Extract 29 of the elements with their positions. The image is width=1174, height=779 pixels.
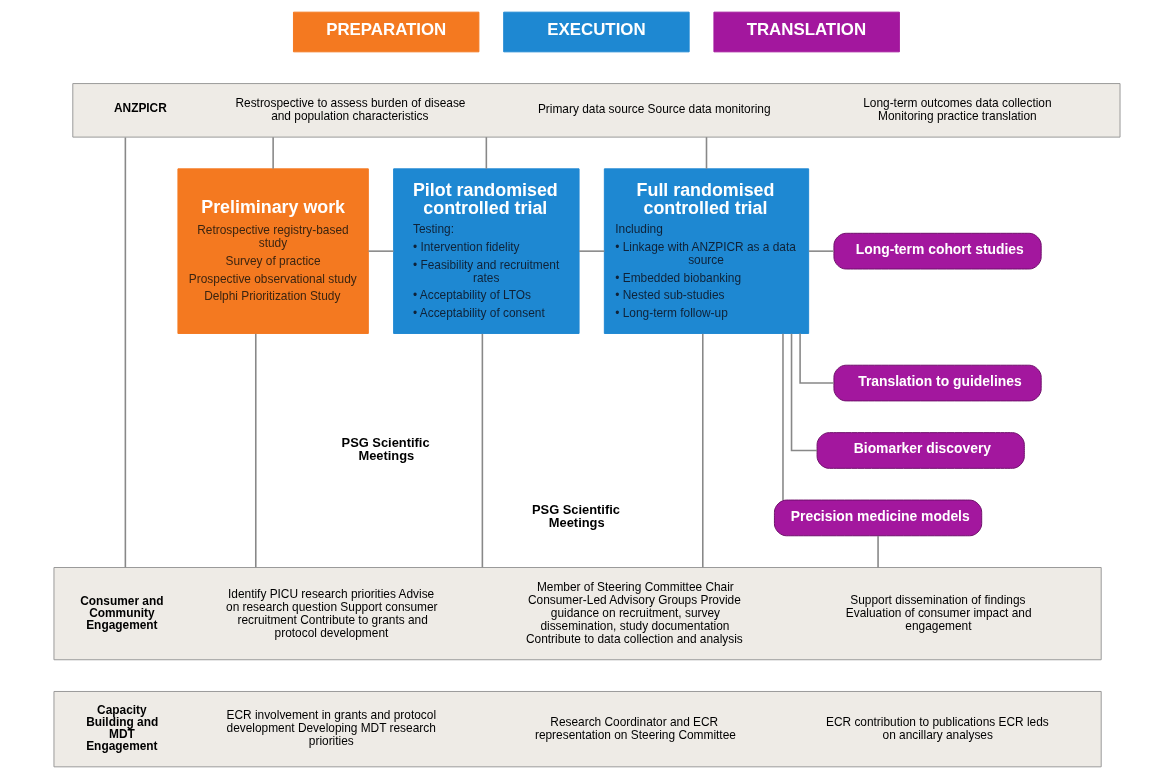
connector <box>808 250 835 252</box>
connector <box>578 250 606 252</box>
connector <box>705 136 708 170</box>
connector <box>485 136 488 170</box>
node-box: Consumer and Community Engagement Identify PICU research priorities Advise on research question Support consumer recruitment Contribute to grants and protocol development Member of Steering Committee Chair Consumer-Led Advisory Groups Provide guidance on recruitment, survey dissemination, study documentation Contribute to data collection and analysis Support dissemination of findings Evaluation of consumer impact and engagement <box>53 567 1102 661</box>
node-box: Pilot randomised controlled trial Testing: • Intervention fidelity • Feasibility and recruitment rates • Acceptability of LTOs • Acceptability of consent <box>393 168 580 334</box>
connector <box>124 136 127 569</box>
connector <box>799 332 835 384</box>
node-box: TRANSLATION <box>713 11 900 53</box>
connector <box>272 136 274 170</box>
node-box: Biomarker discovery <box>816 432 1025 469</box>
node-box: EXECUTION <box>503 11 690 53</box>
connector <box>367 250 395 252</box>
node-box: ANZPICR Restrospective to assess burden of disease and population characteristics Primary data source Source data monitoring Long-term outcomes data collection Monitoring practice translation <box>72 83 1121 138</box>
node-box: Full randomised controlled trial Including • Linkage with ANZPICR as a data source • Embedded biobanking • Nested sub-studies • Long-term follow-up <box>603 168 810 334</box>
node-box: Preliminary work Retrospective registry-based study Survey of practice Prospective observational study Delphi Prioritization Study <box>177 168 369 334</box>
node-box: Capacity Building and MDT Engagement ECR involvement in grants and protocol development Developing MDT research priorities Research Coordinator and ECR representation on Steering Committee ECR contribution to publications ECR leds on ancillary analyses <box>53 690 1102 768</box>
node-text: PSG Scientific Meetings <box>341 434 430 463</box>
connector <box>877 535 879 569</box>
node-box: Long-term cohort studies <box>833 232 1042 270</box>
node-box: PREPARATION <box>292 11 480 53</box>
connector <box>782 332 784 501</box>
connector <box>255 333 257 569</box>
connector <box>790 332 818 452</box>
connector <box>702 333 704 569</box>
node-box: Precision medicine models <box>773 499 983 537</box>
node-box: Translation to guidelines <box>833 364 1042 402</box>
node-text: PSG Scientific Meetings <box>531 502 620 531</box>
connector <box>481 333 484 569</box>
